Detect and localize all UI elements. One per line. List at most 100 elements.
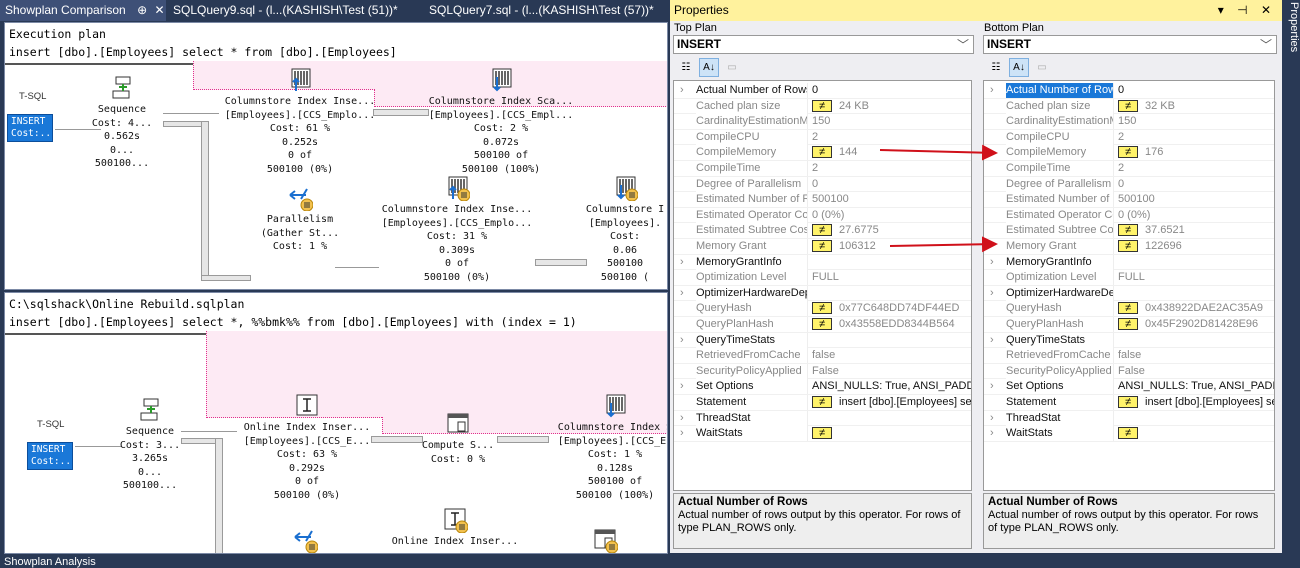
expand-icon[interactable]: › bbox=[990, 286, 994, 299]
node-text: 0 of bbox=[287, 150, 313, 162]
sort-alphabetical-icon[interactable]: A↓ bbox=[1009, 58, 1029, 77]
close-icon[interactable]: ✕ bbox=[154, 3, 165, 17]
property-row[interactable]: Estimated Subtree Cost≠37.6521 bbox=[984, 223, 1274, 239]
property-row[interactable]: ›WaitStats≠ bbox=[984, 426, 1274, 442]
property-row[interactable]: Cached plan size≠32 KB bbox=[984, 98, 1274, 115]
plan-node[interactable] bbox=[265, 527, 345, 553]
property-name: SecurityPolicyApplied bbox=[1006, 363, 1114, 379]
categorized-icon[interactable]: ☷ bbox=[681, 62, 691, 73]
property-row[interactable]: ›ThreadStat bbox=[984, 410, 1274, 427]
plan-node[interactable]: Columnstore Index Sca...[Employees].[CCS… bbox=[421, 67, 581, 177]
plan-node[interactable]: Parallelism(Gather St...Cost: 1 % bbox=[245, 185, 355, 254]
plan-node[interactable]: Online Index Inser... bbox=[375, 507, 535, 549]
expand-icon[interactable]: › bbox=[680, 333, 684, 346]
expand-icon[interactable]: › bbox=[990, 84, 994, 96]
sort-alphabetical-icon[interactable]: A↓ bbox=[699, 58, 719, 77]
expand-icon[interactable]: › bbox=[990, 411, 994, 424]
property-value: 0x45F2902D81428E96 bbox=[1145, 318, 1259, 330]
property-row[interactable]: Estimated Number of Rows500100 bbox=[984, 192, 1274, 208]
expand-icon[interactable]: › bbox=[680, 255, 684, 268]
property-row[interactable]: CompileMemory≠144 bbox=[674, 145, 971, 161]
window-controls[interactable]: ▾ ⊣ ✕ bbox=[1217, 3, 1276, 17]
expand-icon[interactable]: › bbox=[990, 427, 994, 440]
categorized-icon[interactable]: ☷ bbox=[991, 62, 1001, 73]
plan-node[interactable]: Columnstore Index Inse...[Employees].[CC… bbox=[220, 67, 380, 177]
pipe bbox=[535, 259, 587, 266]
pin-icon[interactable]: ⊕ bbox=[137, 3, 148, 17]
expand-icon[interactable]: › bbox=[680, 411, 684, 424]
property-row[interactable]: Memory Grant≠106312 bbox=[674, 239, 971, 255]
tab-sqlquery9[interactable]: SQLQuery9.sql - (l...(KASHISH\Test (51))… bbox=[173, 3, 398, 17]
property-row[interactable]: Statement≠insert [dbo].[Employees] selec… bbox=[984, 395, 1274, 411]
property-row[interactable]: Statement≠insert [dbo].[Employees] selec… bbox=[674, 395, 971, 411]
plan-node[interactable]: Online Index Inser...[Employees].[CCS_E.… bbox=[227, 393, 387, 503]
properties-side-tab[interactable]: Properties bbox=[1288, 2, 1300, 53]
property-pages-icon[interactable]: ▭ bbox=[1037, 62, 1047, 73]
property-value-cell: ≠ bbox=[812, 426, 971, 441]
expand-icon[interactable]: › bbox=[990, 333, 994, 346]
node-text: Columnstore Index Inse... bbox=[224, 96, 376, 107]
node-text: [Employees].[CCS_E... bbox=[243, 435, 371, 447]
property-row[interactable]: Memory Grant≠122696 bbox=[984, 239, 1274, 255]
property-row[interactable]: QueryHash≠0x77C648DD74DF44ED bbox=[674, 301, 971, 317]
property-pages-icon[interactable]: ▭ bbox=[727, 62, 737, 73]
property-row[interactable]: ›WaitStats≠ bbox=[674, 426, 971, 442]
property-row[interactable]: CardinalityEstimationModelVersion150 bbox=[674, 114, 971, 130]
property-row[interactable]: Estimated Subtree Cost≠27.6775 bbox=[674, 223, 971, 239]
expand-icon[interactable]: › bbox=[990, 255, 994, 268]
expand-icon[interactable]: › bbox=[680, 286, 684, 299]
property-row[interactable]: ›OptimizerHardwareDependentProperties bbox=[984, 285, 1274, 302]
property-row[interactable]: ›QueryTimeStats bbox=[984, 332, 1274, 349]
tab-showplan-comparison[interactable]: Showplan Comparison ⊕ ✕ bbox=[0, 0, 166, 21]
expand-icon[interactable]: › bbox=[990, 380, 994, 393]
property-row[interactable]: Estimated Number of Rows500100 bbox=[674, 192, 971, 208]
property-row[interactable]: QueryPlanHash≠0x43558EDD8344B564 bbox=[674, 317, 971, 333]
property-row[interactable]: QueryPlanHash≠0x45F2902D81428E96 bbox=[984, 317, 1274, 333]
property-row[interactable]: CompileMemory≠176 bbox=[984, 145, 1274, 161]
property-row[interactable]: Cached plan size≠24 KB bbox=[674, 98, 971, 115]
property-row[interactable]: ›MemoryGrantInfo bbox=[984, 254, 1274, 271]
expand-icon[interactable]: › bbox=[680, 427, 684, 440]
expand-icon[interactable]: › bbox=[680, 380, 684, 393]
compute-scalar-icon bbox=[445, 411, 471, 437]
property-row[interactable]: QueryHash≠0x438922DAE2AC35A9 bbox=[984, 301, 1274, 317]
insert-node[interactable]: INSERT Cost:... bbox=[7, 114, 57, 142]
bottom-plan-operator-select[interactable]: INSERT﹀ bbox=[983, 35, 1277, 54]
property-row[interactable]: ›QueryTimeStats bbox=[674, 332, 971, 349]
top-plan-operator-select[interactable]: INSERT﹀ bbox=[673, 35, 974, 54]
expand-icon[interactable]: › bbox=[680, 84, 684, 96]
insert-node[interactable]: INSERT Cost:... bbox=[27, 442, 77, 470]
tab-sqlquery7[interactable]: SQLQuery7.sql - (l...(KASHISH\Test (57))… bbox=[429, 3, 654, 17]
plan-node[interactable]: Columnstore Index Inse...[Employees].[CC… bbox=[377, 175, 537, 285]
plan-node[interactable] bbox=[565, 527, 645, 553]
property-row[interactable]: ›OptimizerHardwareDependentProperties bbox=[674, 285, 971, 302]
property-row[interactable]: ›MemoryGrantInfo bbox=[674, 254, 971, 271]
property-row[interactable]: ›ThreadStat bbox=[674, 410, 971, 427]
plan-node[interactable]: Compute S...Cost: 0 % bbox=[413, 411, 503, 466]
property-row[interactable]: CardinalityEstimationModelVersion150 bbox=[984, 114, 1274, 130]
